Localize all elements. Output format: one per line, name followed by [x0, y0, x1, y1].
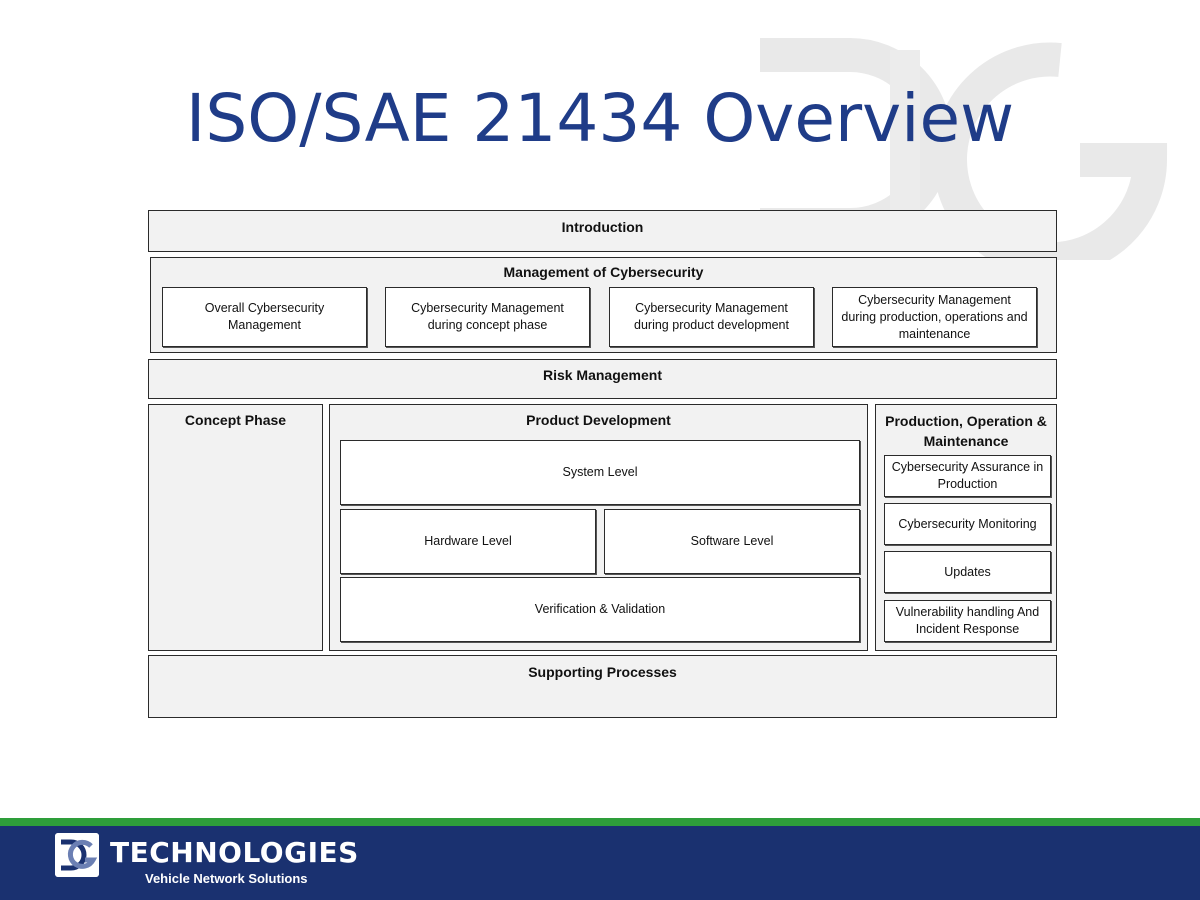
introduction-label: Introduction: [561, 219, 644, 235]
management-title: Management of Cybersecurity: [503, 264, 704, 280]
slide-title: ISO/SAE 21434 Overview: [185, 80, 1015, 157]
supporting-processes-label: Supporting Processes: [528, 664, 677, 680]
footer-bar: [0, 826, 1200, 900]
management-item-product-development: Cybersecurity Management during product …: [609, 287, 814, 347]
company-tagline: Vehicle Network Solutions: [145, 871, 308, 886]
risk-management-label: Risk Management: [542, 367, 663, 383]
management-item-concept: Cybersecurity Management during concept …: [385, 287, 590, 347]
production-title: Production, Operation & Maintenance: [885, 413, 1047, 449]
company-name: TECHNOLOGIES: [110, 836, 359, 869]
footer-stripe: [0, 818, 1200, 826]
software-level-box: Software Level: [604, 509, 860, 574]
hardware-level-box: Hardware Level: [340, 509, 596, 574]
production-item-vulnerability: Vulnerability handling And Incident Resp…: [884, 600, 1051, 642]
system-level-box: System Level: [340, 440, 860, 505]
production-section: Production, Operation & Maintenance Cybe…: [875, 404, 1057, 651]
management-item-production: Cybersecurity Management during producti…: [832, 287, 1037, 347]
production-item-monitoring: Cybersecurity Monitoring: [884, 503, 1051, 545]
risk-management-section: Risk Management: [148, 359, 1057, 399]
management-section: Management of Cybersecurity Overall Cybe…: [150, 257, 1057, 353]
production-item-assurance: Cybersecurity Assurance in Production: [884, 455, 1051, 497]
management-item-overall: Overall Cybersecurity Management: [162, 287, 367, 347]
supporting-processes-section: Supporting Processes: [148, 655, 1057, 718]
production-item-updates: Updates: [884, 551, 1051, 593]
verification-validation-box: Verification & Validation: [340, 577, 860, 642]
concept-phase-title: Concept Phase: [184, 412, 287, 428]
dg-logo-icon: [55, 833, 99, 877]
product-development-section: Product Development System Level Hardwar…: [329, 404, 868, 651]
concept-phase-section: Concept Phase: [148, 404, 323, 651]
introduction-section: Introduction: [148, 210, 1057, 252]
product-development-title: Product Development: [526, 412, 671, 428]
